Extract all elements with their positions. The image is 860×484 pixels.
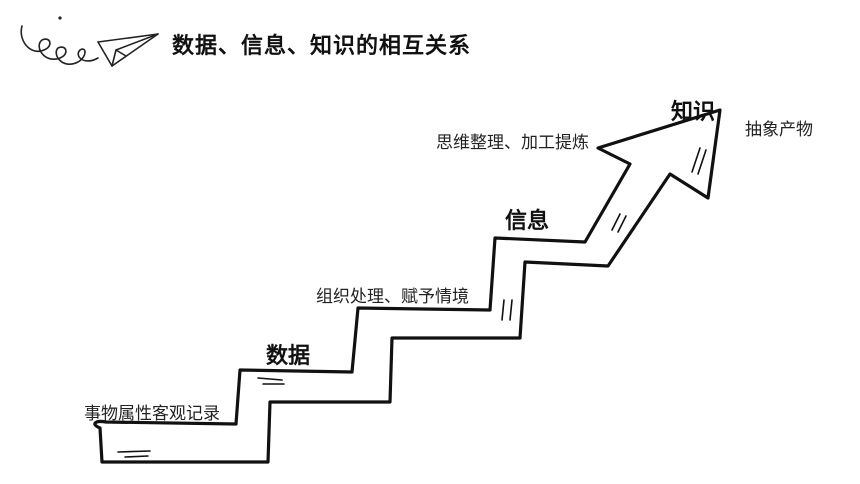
hatch-marks <box>117 147 707 458</box>
stage-information-description: 组织处理、赋予情境 <box>316 287 469 307</box>
curly-loop-icon <box>20 16 99 65</box>
page-title: 数据、信息、知识的相互关系 <box>172 34 472 59</box>
outcome-label: 抽象产物 <box>745 120 813 140</box>
stage-data-label: 数据 <box>266 344 311 369</box>
paper-plane-icon <box>97 33 159 67</box>
staircase-arrow <box>93 108 722 464</box>
stage-knowledge-label: 知识 <box>671 100 716 125</box>
stage-data-description: 事物属性客观记录 <box>84 404 220 424</box>
stage-information-label: 信息 <box>505 209 550 234</box>
stage-knowledge-description: 思维整理、加工提炼 <box>436 133 589 153</box>
